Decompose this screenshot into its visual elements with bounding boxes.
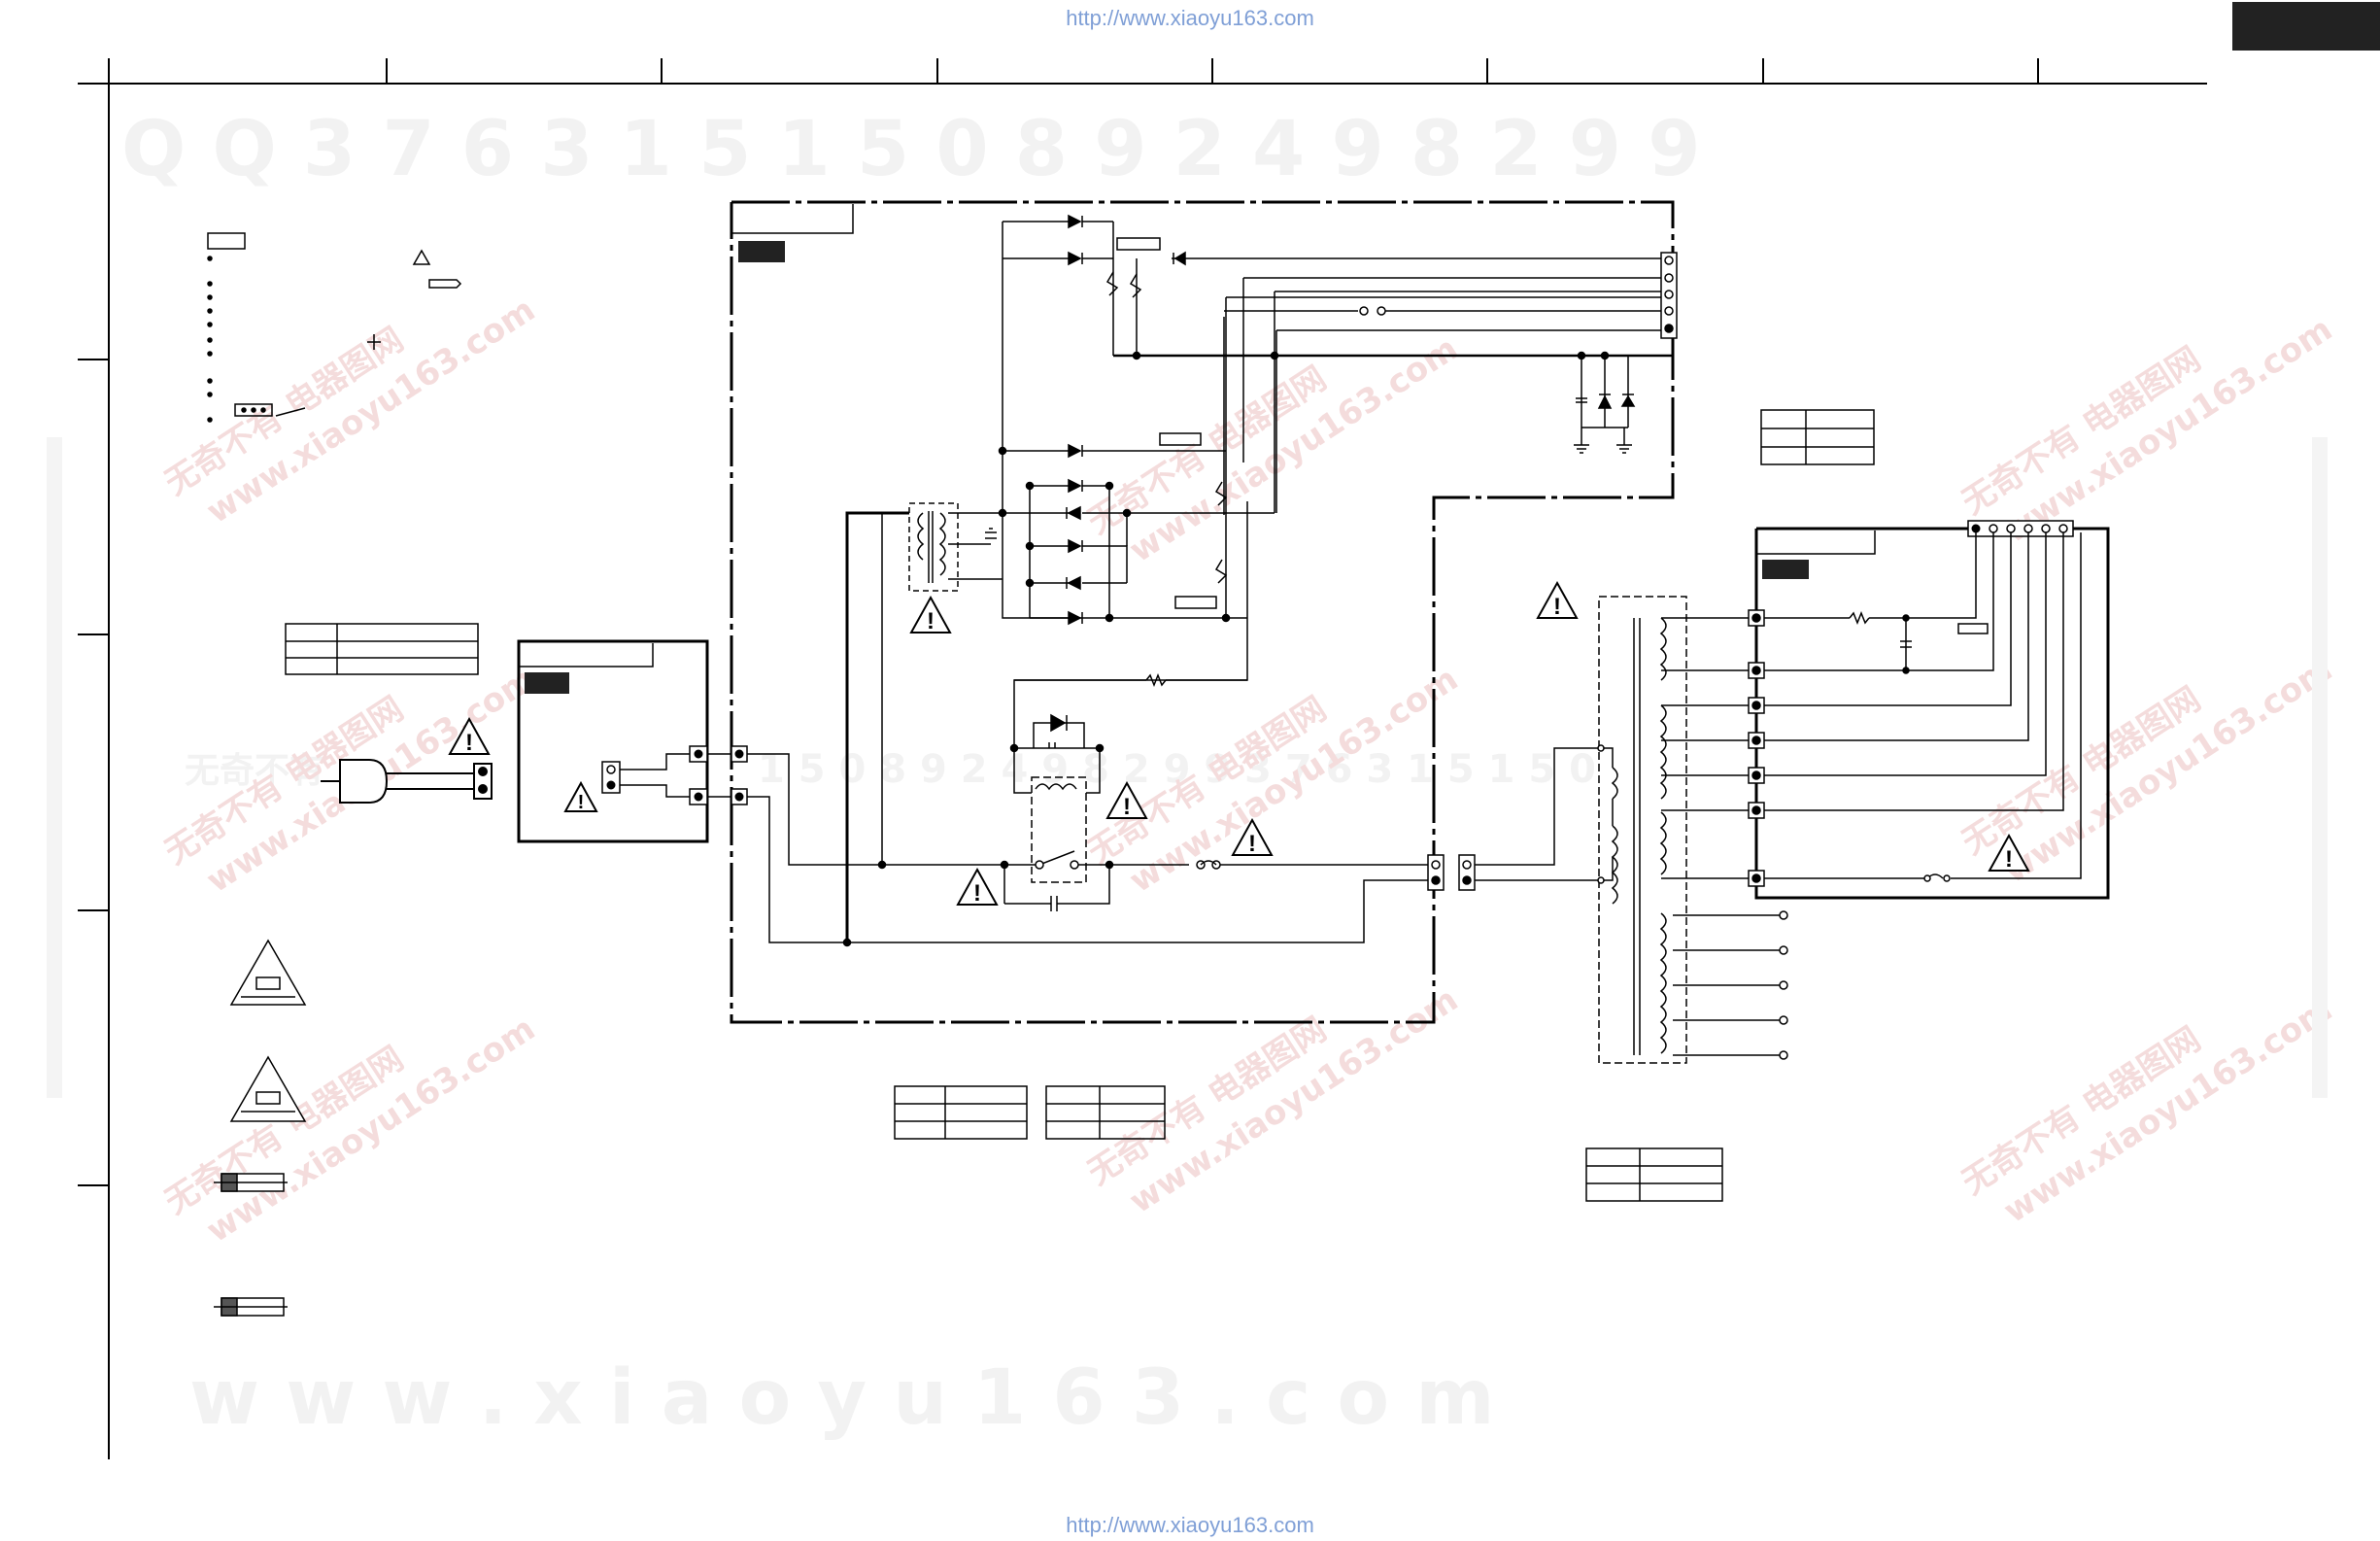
svg-text:!: ! bbox=[1248, 831, 1256, 857]
ac-plug bbox=[321, 759, 493, 804]
fuse-warning-icon bbox=[229, 939, 307, 1006]
watermark-diag-1: 无奇不有 电器图网 www.xiaoyu163.com bbox=[158, 291, 542, 531]
svg-text:!: ! bbox=[927, 608, 935, 634]
page-tab-block bbox=[2232, 2, 2380, 51]
warning-icon: ! bbox=[909, 595, 952, 634]
warning-icon: ! bbox=[1105, 780, 1148, 820]
inlet-board bbox=[517, 639, 709, 843]
fuse-symbols bbox=[214, 939, 307, 1317]
board-label-block bbox=[525, 672, 569, 694]
watermark-left-brand: 无奇不有 bbox=[185, 751, 324, 791]
svg-text:!: ! bbox=[1553, 594, 1561, 620]
warning-icon: ! bbox=[956, 867, 999, 907]
board-label-block bbox=[1762, 560, 1809, 579]
svg-text:!: ! bbox=[578, 792, 585, 813]
table-left bbox=[285, 623, 479, 675]
source-url-bottom[interactable]: http://www.xiaoyu163.com bbox=[1066, 1513, 1314, 1537]
main-board-wiring bbox=[747, 214, 1678, 947]
warning-icon: ! bbox=[1231, 817, 1274, 857]
warning-icon: ! bbox=[448, 716, 491, 756]
main-board bbox=[707, 200, 1675, 1024]
watermark-qq: Q Q 3 7 6 3 1 5 1 5 0 8 9 2 4 9 8 2 9 9 bbox=[121, 106, 1700, 193]
watermark-mid-row: 1 5 0 8 9 2 4 9 8 2 9 9 3 7 6 3 1 5 1 5 … bbox=[758, 747, 1596, 792]
fuse-cartridge-icon bbox=[214, 1297, 288, 1317]
svg-text:!: ! bbox=[1123, 794, 1131, 820]
table-right bbox=[1760, 409, 1875, 465]
sub-board bbox=[1748, 520, 2110, 900]
legend-panel bbox=[207, 232, 462, 423]
source-url-top[interactable]: http://www.xiaoyu163.com bbox=[1066, 6, 1314, 30]
watermark-site: w w w . x i a o y u 1 6 3 . c o m bbox=[189, 1354, 1494, 1442]
svg-text:!: ! bbox=[973, 880, 981, 907]
warning-icon: ! bbox=[1536, 580, 1579, 620]
watermark-diag-4: 无奇不有 电器图网 www.xiaoyu163.com bbox=[1081, 329, 1465, 570]
table-bottom-2 bbox=[1045, 1085, 1166, 1140]
board-label-block bbox=[738, 241, 785, 262]
table-bottom-1 bbox=[894, 1085, 1028, 1140]
warning-icon: ! bbox=[1988, 833, 2030, 873]
svg-text:!: ! bbox=[2005, 846, 2013, 873]
watermark-diag-3: 无奇不有 电器图网 www.xiaoyu163.com bbox=[158, 1010, 542, 1250]
power-transformer bbox=[1427, 596, 1788, 1064]
left-edge-strip bbox=[47, 437, 62, 1098]
drawing-frame bbox=[78, 58, 2207, 1459]
watermark-diag-7: 无奇不有 电器图网 www.xiaoyu163.com bbox=[1955, 310, 2339, 551]
watermark-diag-9: 无奇不有 电器图网 www.xiaoyu163.com bbox=[1955, 990, 2339, 1231]
right-edge-strip bbox=[2312, 437, 2328, 1098]
warning-icons: ! ! ! ! ! ! ! ! bbox=[448, 580, 2030, 907]
svg-text:!: ! bbox=[465, 730, 473, 756]
table-transformer bbox=[1585, 1147, 1723, 1202]
fuse-warning-icon bbox=[229, 1055, 307, 1122]
warning-icon: ! bbox=[563, 780, 598, 813]
fuse-cartridge-icon bbox=[214, 1173, 288, 1192]
